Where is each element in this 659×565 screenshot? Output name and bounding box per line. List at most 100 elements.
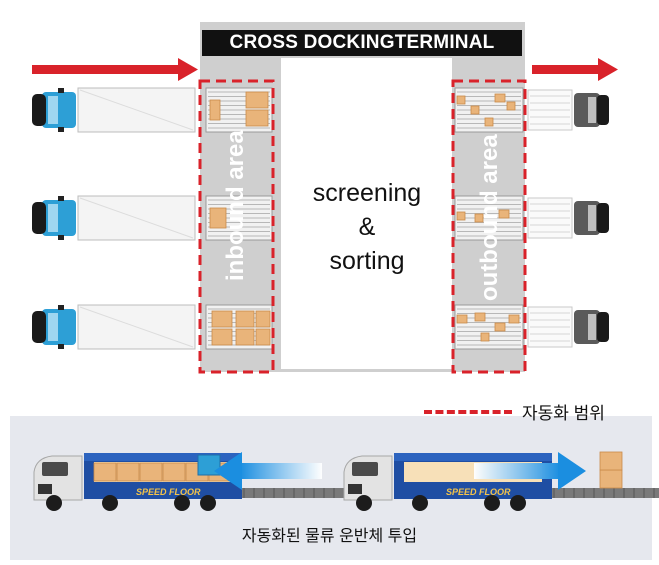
cargo-box-icon xyxy=(498,209,510,219)
cargo-box-icon xyxy=(506,101,516,111)
lift-carrier xyxy=(197,454,221,476)
dock-conveyor xyxy=(552,488,659,498)
cargo-box-icon xyxy=(162,462,186,482)
trailer-shade xyxy=(79,197,194,239)
cargo-box-icon xyxy=(235,328,255,346)
cargo-box-icon xyxy=(211,310,233,328)
windshield xyxy=(48,204,58,232)
cargo-box-icon xyxy=(93,462,117,482)
trailer-logo: SPEED FLOOR xyxy=(136,487,201,497)
center-label-line-2: & xyxy=(358,213,376,241)
mirror xyxy=(58,305,64,310)
cargo-box-icon xyxy=(474,213,484,223)
mirror xyxy=(58,235,64,240)
outbound-trucks xyxy=(527,89,609,348)
trailer-logo: SPEED FLOOR xyxy=(446,487,511,497)
wheel xyxy=(46,495,62,511)
wheel xyxy=(412,495,428,511)
cab xyxy=(42,200,76,236)
cargo-box-icon xyxy=(599,451,623,471)
cargo-box-icon xyxy=(456,314,468,324)
cab xyxy=(574,310,600,344)
windshield xyxy=(48,96,58,124)
wheel xyxy=(102,495,118,511)
inbound-flow-arrow-icon xyxy=(32,58,198,81)
cargo-box-icon xyxy=(211,328,233,346)
cab-nose xyxy=(32,94,46,126)
cab xyxy=(42,92,76,128)
outbound-flow-arrow-icon xyxy=(532,58,618,81)
cargo-box-icon xyxy=(494,322,506,332)
cargo-box-icon xyxy=(599,469,623,489)
cab-nose xyxy=(597,203,609,233)
windshield xyxy=(588,97,596,123)
cab-nose xyxy=(32,202,46,234)
cargo-box-icon xyxy=(470,105,480,115)
cargo-box-icon xyxy=(209,207,227,229)
outbound-2-conveyor xyxy=(454,195,524,241)
windshield xyxy=(588,314,596,340)
mirror xyxy=(58,127,64,132)
dock-conveyor xyxy=(242,488,362,498)
cab-nose xyxy=(597,312,609,342)
wheel xyxy=(200,495,216,511)
legend-dashed-line-icon xyxy=(424,409,512,414)
center-label-line-3: sorting xyxy=(329,247,405,275)
trailer-top-edge xyxy=(394,453,552,461)
cargo-box-icon xyxy=(116,462,140,482)
cab-nose xyxy=(32,311,46,343)
unload-direction-arrow-icon xyxy=(214,452,322,490)
outbound-1-conveyor xyxy=(454,87,524,133)
inbound-automation-zone xyxy=(198,79,275,374)
trailer-top-edge xyxy=(84,453,242,461)
trailer-shade xyxy=(79,306,194,348)
mirror xyxy=(58,344,64,349)
trailer-shade xyxy=(79,89,194,131)
windshield xyxy=(588,205,596,231)
inbound-truck-2-icon xyxy=(32,195,196,241)
cargo-box-icon xyxy=(494,93,506,103)
inbound-area-label: inbound area xyxy=(222,130,249,281)
windshield xyxy=(48,313,58,341)
inbound-truck-3-icon xyxy=(32,304,196,350)
wheel xyxy=(174,495,190,511)
cargo-box-icon xyxy=(456,95,466,105)
grille xyxy=(38,484,52,494)
legend-label: 자동화 범위 xyxy=(522,404,605,423)
cab-window xyxy=(42,462,68,476)
cargo-box-icon xyxy=(480,332,490,342)
inbound-1-conveyor xyxy=(205,87,273,133)
trailer xyxy=(77,87,196,133)
mirror xyxy=(58,88,64,93)
cab-nose xyxy=(597,95,609,125)
inbound-truck-1-icon xyxy=(32,87,196,133)
cargo-box-icon xyxy=(235,310,255,328)
cargo-box-icon xyxy=(139,462,163,482)
cargo-box-icon xyxy=(508,314,520,324)
cargo-box-icon xyxy=(484,117,494,127)
mirror xyxy=(58,196,64,201)
screening-sorting-label: screening & sorting xyxy=(282,176,452,278)
cab-window xyxy=(352,462,378,476)
outbound-area-label: outbound area xyxy=(476,134,503,301)
cargo-box-icon xyxy=(209,99,221,121)
wheel xyxy=(356,495,372,511)
legend: 자동화 범위 xyxy=(424,399,605,424)
outbound-truck-1-icon xyxy=(527,89,609,131)
outbound-automation-zone xyxy=(451,79,527,374)
center-label-line-1: screening xyxy=(312,179,422,207)
cab xyxy=(574,93,600,127)
side-truck-loading: SPEED FLOOR xyxy=(343,451,659,511)
cab xyxy=(574,201,600,235)
cab xyxy=(42,309,76,345)
side-truck-unloading: SPEED FLOOR xyxy=(33,453,362,511)
bottom-caption: 자동화된 물류 운반체 투입 xyxy=(241,528,418,545)
cargo-box-icon xyxy=(245,109,269,127)
cargo-box-icon xyxy=(456,211,466,221)
outbound-truck-2-icon xyxy=(527,197,609,239)
load-direction-arrow-icon xyxy=(474,452,586,490)
wheel xyxy=(510,495,526,511)
cargo-box-icon xyxy=(245,91,269,109)
